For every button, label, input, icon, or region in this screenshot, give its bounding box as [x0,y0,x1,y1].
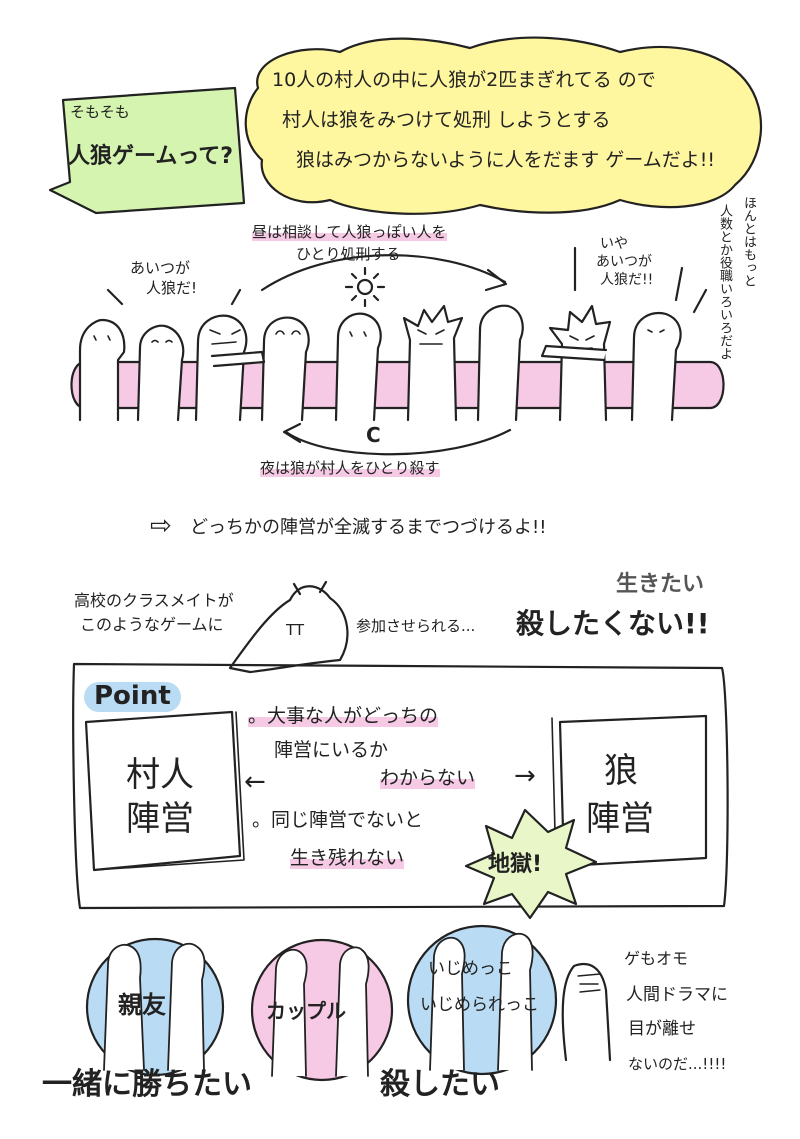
bullet-1-text: 。大事な人がどっちの [248,705,439,727]
wolf-label-1: 狼 [604,751,638,791]
night-phase: 夜は狼が村人をひとり殺す [260,459,440,477]
speech-right-3: 人狼だ!! [600,272,654,288]
win-together: 一緒に勝ちたい [42,1067,252,1102]
hell-label: 地獄! [488,852,543,877]
title-small: そもそも [70,103,130,121]
conclusion-arrow: ⇨ [150,511,172,541]
reader-note-4: ないのだ...!!!! [628,1055,727,1073]
title-box-shape [48,86,246,215]
speech-left-1: あいつが [130,259,191,277]
village-label-1: 村人 [126,755,194,795]
sun-icon [344,266,386,308]
want-to-live: 生きたい [616,572,705,597]
story-line-2: このようなゲームに [80,615,224,634]
speech-right-1: いや [600,236,628,252]
bullet-1-line-3: わからない [380,767,476,790]
bullet-2-line-2: 生き残れない [290,847,405,870]
bullet-2-line-1: 。同じ陣営でないと [252,809,424,831]
circle-figures [103,932,534,1077]
bully-label-1: いじめっこ [428,959,513,979]
reader-note-2: 人間ドラマに [626,985,728,1005]
reader-hand [561,963,612,1062]
side-note-tick [692,288,708,314]
title-main: 人狼ゲームって? [68,144,234,169]
want-to-kill: 殺したい [380,1067,500,1102]
intro-line-1: 10人の村人の中に人狼が2匹まぎれてる ので [272,69,656,91]
reader-note-3: 目が離せ [628,1019,696,1039]
bullet-1-emphasis: わからない [380,767,476,789]
day-phase-text: 昼は相談して人狼っぽい人を [252,223,447,241]
couple-label: カップル [266,999,346,1023]
reader-note-1: ゲもオモ [624,949,689,968]
intro-line-2: 村人は狼をみつけて処刑 しようとする [282,109,611,131]
phone-screen-lines [577,973,601,993]
night-phase-text: 夜は狼が村人をひとり殺す [260,459,440,477]
best-friend-label: 親友 [118,991,166,1019]
arrow-left: ← [244,767,266,797]
night-arrow-head [282,422,302,444]
hell-burst [464,808,598,920]
speech-left-2: 人狼だ! [146,279,198,297]
story-line-1: 高校のクラスメイトが [74,591,234,610]
village-box [84,710,242,872]
day-arrow-head [484,268,508,292]
dont-want-to-kill: 殺したくない!! [516,607,710,640]
pointing-arm-left [210,350,266,368]
bullet-2-emphasis: 生き残れない [290,847,405,869]
bullet-1-line-1: 。大事な人がどっちの [248,705,439,728]
village-label-2: 陣営 [126,799,194,839]
point-label: Point [84,681,181,712]
wolf-box [558,714,708,868]
point-panel [72,662,729,910]
conclusion-text: どっちかの陣営が全滅するまでつづけるよ!! [190,517,547,538]
story-line-3: 参加させられる... [356,617,476,635]
wolf-label-2: 陣営 [586,799,654,839]
night-arrow [284,428,512,456]
creature-face: TT [286,621,305,639]
day-arrow [260,254,507,292]
speech-ticks-left [106,288,242,306]
side-note-1: ほんとはもっと [740,196,756,287]
day-phase-line-1: 昼は相談して人狼っぽい人を [252,223,447,241]
bullet-1-line-2: 陣営にいるか [274,739,389,761]
pointing-arm-right [540,344,608,362]
day-phase-line-2: ひとり処刑する [296,245,401,263]
arrow-right: → [514,761,536,791]
intro-line-3: 狼はみつからないように人をだます ゲームだよ!! [296,149,715,171]
moon-icon: C [366,423,381,447]
speech-right-2: あいつが [596,254,652,270]
creature-ears [292,580,328,596]
intro-cloud [244,36,763,215]
figure-faces [93,329,665,351]
bully-label-2: いじめられっこ [420,995,539,1015]
speech-ticks-right [573,246,684,302]
side-note-2: 人数とか役職いろいろだよ [716,204,732,360]
